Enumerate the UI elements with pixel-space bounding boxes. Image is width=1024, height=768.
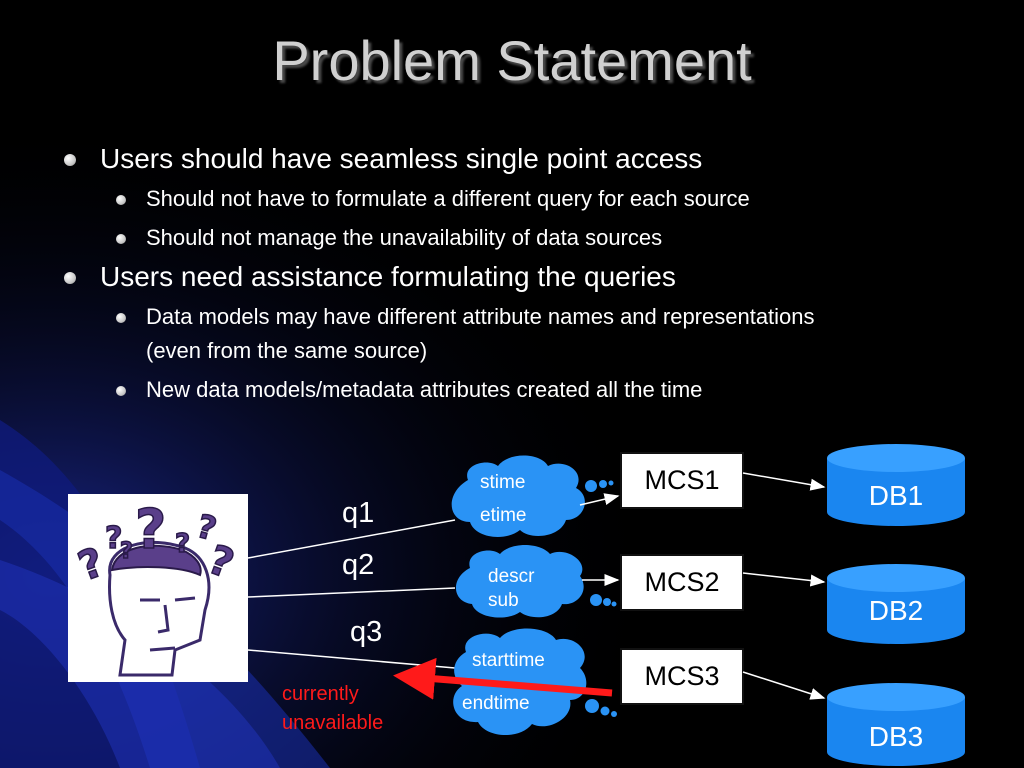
- db2-cylinder: DB2: [827, 564, 965, 644]
- db1-label: DB1: [869, 480, 923, 511]
- query-line-q2: [247, 587, 456, 598]
- db3-cylinder: DB3: [827, 683, 965, 766]
- bullet-query-assistance: Users need assistance formulating the qu…: [62, 260, 962, 294]
- arrow-cloud1-mcs1: [579, 493, 620, 506]
- mcs1-label: MCS1: [644, 465, 719, 495]
- cloud-3: starttime endtime: [453, 628, 617, 736]
- arrow-mcs3-db3: [742, 671, 826, 700]
- sub-bullet-unavailability: Should not manage the unavailability of …: [62, 221, 962, 255]
- confused-person-question-marks-icon: [108, 540, 211, 677]
- cloud-2-line-1: descr: [488, 566, 535, 587]
- bullet-single-point-access: Users should have seamless single point …: [62, 142, 962, 176]
- svg-text:?: ?: [175, 529, 190, 559]
- query-line-q3: [247, 649, 456, 669]
- sub-bullet-attribute-names: Data models may have different attribute…: [62, 300, 866, 368]
- sub-bullet-new-models: New data models/metadata attributes crea…: [62, 373, 962, 407]
- db3-label: DB3: [869, 721, 923, 752]
- arrow-mcs2-db2: [742, 572, 826, 587]
- mcs3-label: MCS3: [644, 661, 719, 691]
- bullet-list: Users should have seamless single point …: [62, 142, 962, 412]
- mcs2-label: MCS2: [644, 567, 719, 597]
- db1-cylinder: DB1: [827, 444, 965, 526]
- cloud-3-line-1: starttime: [472, 650, 545, 671]
- mcs3-box: [620, 648, 744, 705]
- query-label-q2: q2: [342, 549, 374, 581]
- arrow-mcs1-db1: [742, 472, 826, 491]
- query-label-q3: q3: [350, 616, 382, 648]
- unavailable-label-line-2: unavailable: [282, 712, 383, 734]
- svg-text:?: ?: [135, 498, 166, 561]
- mcs2-box: [620, 554, 744, 611]
- user-image: ? ? ? ? ? ? ?: [68, 494, 248, 682]
- svg-text:?: ?: [105, 521, 122, 556]
- cloud-2-line-2: sub: [488, 590, 519, 611]
- cloud-3-line-2: endtime: [462, 693, 530, 714]
- mcs1-box: [620, 452, 744, 509]
- cloud-1-line-1: stime: [480, 472, 525, 493]
- unavailable-red-arrow: [393, 657, 613, 700]
- sub-bullet-formulate-query: Should not have to formulate a different…: [62, 182, 962, 216]
- svg-text:?: ?: [120, 539, 133, 564]
- cloud-1: stime etime: [451, 455, 614, 537]
- cloud-1-line-2: etime: [480, 505, 526, 526]
- query-line-q1: [247, 519, 456, 559]
- unavailable-label-line-1: currently: [282, 683, 359, 705]
- cloud-2: descr sub: [455, 545, 617, 618]
- page-title: Problem Statement: [272, 29, 752, 92]
- db2-label: DB2: [869, 595, 923, 626]
- query-label-q1: q1: [342, 497, 374, 529]
